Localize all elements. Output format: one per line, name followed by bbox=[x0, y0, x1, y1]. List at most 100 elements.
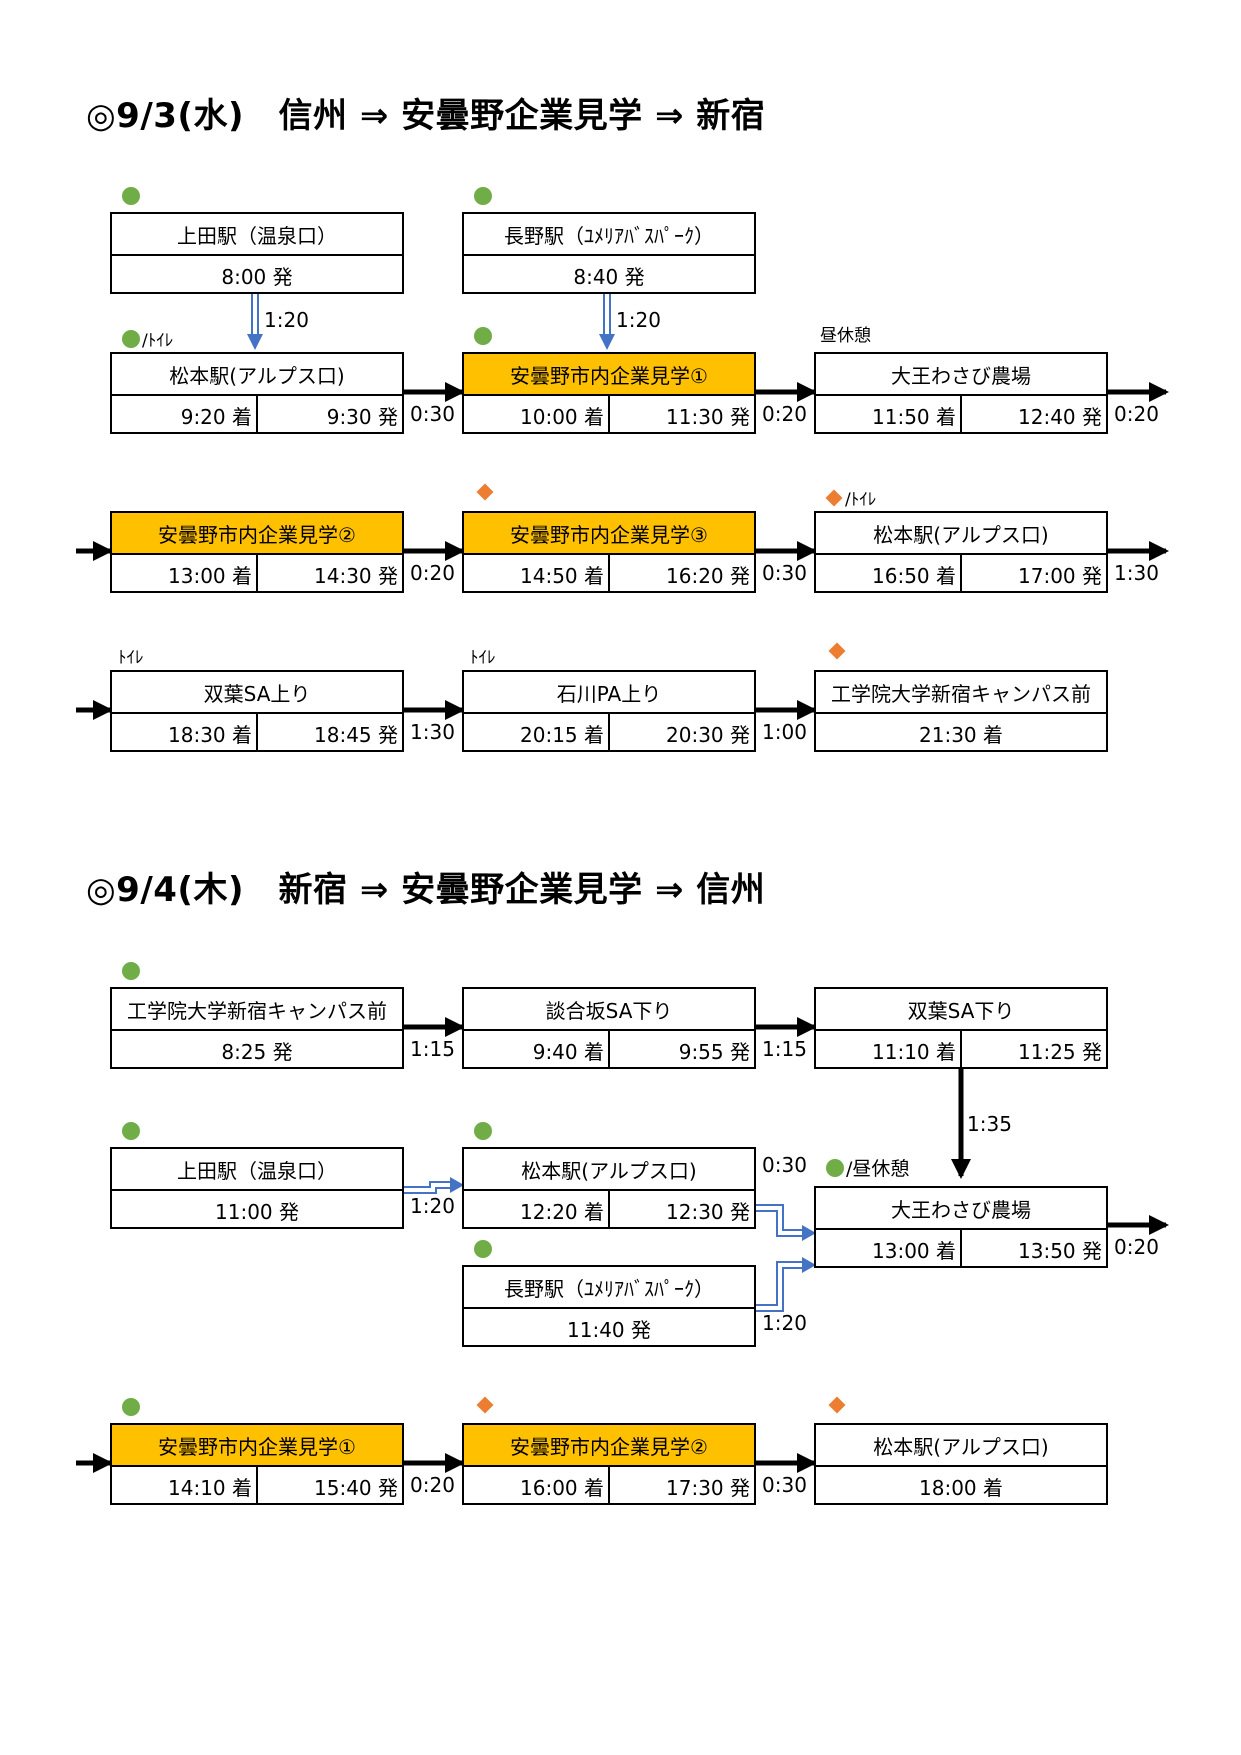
d1-marker-kogakuin bbox=[828, 642, 846, 660]
stop-arr: 13:00 着 bbox=[872, 1238, 956, 1263]
d1-stop-futaba: 双葉SA上り 18:30 着 18:45 発 bbox=[110, 670, 404, 752]
stop-arr: 14:10 着 bbox=[168, 1475, 252, 1500]
d1-duration-2: 1:20 bbox=[616, 308, 661, 332]
d2-stop-kigyo2: 安曇野市内企業見学② 16:00 着 17:30 発 bbox=[462, 1423, 756, 1505]
d2-stop-nagano: 長野駅（ﾕﾒﾘｱﾊﾞｽﾊﾟｰｸ） 11:40 発 bbox=[462, 1265, 756, 1347]
d2-arrow-matsumoto-daio bbox=[756, 1204, 816, 1241]
d1-stop-kogakuin: 工学院大学新宿キャンパス前 21:30 着 bbox=[814, 670, 1108, 752]
stop-name: 安曇野市内企業見学② bbox=[464, 1425, 754, 1467]
green-dot-icon bbox=[122, 1122, 140, 1140]
d1-marker-ueda bbox=[122, 187, 140, 205]
stop-name: 安曇野市内企業見学① bbox=[464, 354, 754, 396]
stop-arr: 18:00 着 bbox=[919, 1475, 1003, 1500]
stop-dep: 8:00 発 bbox=[221, 264, 293, 289]
stop-name: 上田駅（温泉口） bbox=[112, 214, 402, 256]
green-dot-icon bbox=[122, 187, 140, 205]
stop-dep: 11:40 発 bbox=[567, 1317, 651, 1342]
d1-stop-matsumoto: 松本駅(アルプス口) 9:20 着 9:30 発 bbox=[110, 352, 404, 434]
d1-stop-ishikawa: 石川PA上り 20:15 着 20:30 発 bbox=[462, 670, 756, 752]
lunch-note: 昼休憩 bbox=[820, 326, 871, 346]
stop-name: 大王わさび農場 bbox=[816, 354, 1106, 396]
d2-marker-ueda bbox=[122, 1122, 140, 1140]
stop-dep: 18:45 発 bbox=[256, 714, 402, 752]
d2-duration-9: 0:30 bbox=[762, 1473, 807, 1497]
stop-arr: 9:40 着 bbox=[532, 1039, 604, 1064]
stop-dep: 9:55 発 bbox=[608, 1031, 754, 1069]
d1-stop-nagano: 長野駅（ﾕﾒﾘｱﾊﾞｽﾊﾟｰｸ） 8:40 発 bbox=[462, 212, 756, 294]
orange-diamond-icon bbox=[828, 1396, 846, 1414]
stop-name: 松本駅(アルプス口) bbox=[816, 513, 1106, 555]
stop-name: 上田駅（温泉口） bbox=[112, 1149, 402, 1191]
orange-diamond-icon bbox=[828, 642, 846, 660]
stop-arr: 16:50 着 bbox=[872, 563, 956, 588]
d2-duration-3: 1:35 bbox=[967, 1112, 1012, 1136]
d2-marker-matsumoto-return bbox=[828, 1396, 846, 1414]
d1-duration-5: 0:20 bbox=[1114, 402, 1159, 426]
d1-marker-daio: 昼休憩 bbox=[820, 321, 871, 346]
d2-duration-8: 0:20 bbox=[410, 1473, 455, 1497]
d2-marker-kigyo2 bbox=[476, 1396, 494, 1414]
stop-dep: 13:50 発 bbox=[960, 1230, 1106, 1268]
d1-arrow-ueda-matsumoto bbox=[247, 294, 263, 350]
d1-duration-8: 1:30 bbox=[1114, 561, 1159, 585]
stop-dep: 17:00 発 bbox=[960, 555, 1106, 593]
d1-duration-1: 1:20 bbox=[264, 308, 309, 332]
d2-stop-matsumoto-return: 松本駅(アルプス口) 18:00 着 bbox=[814, 1423, 1108, 1505]
stop-dep: 11:25 発 bbox=[960, 1031, 1106, 1069]
stop-name: 松本駅(アルプス口) bbox=[464, 1149, 754, 1191]
stop-dep: 8:25 発 bbox=[221, 1039, 293, 1064]
stop-dep: 20:30 発 bbox=[608, 714, 754, 752]
stop-name: 談合坂SA下り bbox=[464, 989, 754, 1031]
green-dot-icon bbox=[474, 327, 492, 345]
orange-diamond-icon bbox=[476, 483, 494, 501]
d1-marker-ishikawa: ﾄｲﾚ bbox=[470, 643, 496, 668]
stop-arr: 10:00 着 bbox=[520, 404, 604, 429]
d2-stop-matsumoto: 松本駅(アルプス口) 12:20 着 12:30 発 bbox=[462, 1147, 756, 1229]
d2-stop-ueda: 上田駅（温泉口） 11:00 発 bbox=[110, 1147, 404, 1229]
stop-name: 長野駅（ﾕﾒﾘｱﾊﾞｽﾊﾟｰｸ） bbox=[464, 1267, 754, 1309]
d1-stop-kigyo1: 安曇野市内企業見学① 10:00 着 11:30 発 bbox=[462, 352, 756, 434]
d1-marker-kigyo1 bbox=[474, 327, 492, 345]
d1-marker-matsumoto-return: /ﾄｲﾚ bbox=[825, 485, 876, 510]
d2-marker-daio: /昼休憩 bbox=[826, 1154, 909, 1181]
stop-name: 安曇野市内企業見学③ bbox=[464, 513, 754, 555]
green-dot-icon bbox=[826, 1158, 844, 1177]
d1-marker-kigyo3 bbox=[476, 483, 494, 501]
stop-name: 大王わさび農場 bbox=[816, 1188, 1106, 1230]
stop-name: 工学院大学新宿キャンパス前 bbox=[112, 989, 402, 1031]
toilet-note: /ﾄｲﾚ bbox=[142, 331, 174, 351]
day1-title: ◎9/3(水) 信州 ⇒ 安曇野企業見学 ⇒ 新宿 bbox=[86, 96, 766, 136]
orange-diamond-icon bbox=[476, 1396, 494, 1414]
stop-dep: 16:20 発 bbox=[608, 555, 754, 593]
d2-marker-nagano bbox=[474, 1240, 492, 1258]
stop-name: 長野駅（ﾕﾒﾘｱﾊﾞｽﾊﾟｰｸ） bbox=[464, 214, 754, 256]
toilet-note: ﾄｲﾚ bbox=[470, 648, 496, 668]
stop-name: 松本駅(アルプス口) bbox=[112, 354, 402, 396]
d2-duration-5: 0:30 bbox=[762, 1153, 807, 1177]
d2-duration-4: 1:20 bbox=[410, 1194, 455, 1218]
d2-stop-kigyo1: 安曇野市内企業見学① 14:10 着 15:40 発 bbox=[110, 1423, 404, 1505]
d1-duration-7: 0:30 bbox=[762, 561, 807, 585]
day2-title: ◎9/4(木) 新宿 ⇒ 安曇野企業見学 ⇒ 信州 bbox=[86, 870, 766, 910]
d2-marker-kigyo1 bbox=[122, 1398, 140, 1416]
d2-duration-2: 1:15 bbox=[762, 1037, 807, 1061]
green-dot-icon bbox=[122, 1398, 140, 1416]
stop-dep: 12:40 発 bbox=[960, 396, 1106, 434]
d1-arrow-nagano-kigyo1 bbox=[599, 294, 615, 350]
stop-arr: 12:20 着 bbox=[520, 1199, 604, 1224]
d1-duration-6: 0:20 bbox=[410, 561, 455, 585]
stop-arr: 16:00 着 bbox=[520, 1475, 604, 1500]
stop-dep: 11:00 発 bbox=[215, 1199, 299, 1224]
stop-dep: 17:30 発 bbox=[608, 1467, 754, 1505]
green-dot-icon bbox=[474, 1240, 492, 1258]
stop-arr: 13:00 着 bbox=[168, 563, 252, 588]
stop-dep: 12:30 発 bbox=[608, 1191, 754, 1229]
d2-stop-futaba: 双葉SA下り 11:10 着 11:25 発 bbox=[814, 987, 1108, 1069]
stop-dep: 8:40 発 bbox=[573, 264, 645, 289]
stop-dep: 14:30 発 bbox=[256, 555, 402, 593]
d2-stop-daio: 大王わさび農場 13:00 着 13:50 発 bbox=[814, 1186, 1108, 1268]
stop-name: 双葉SA下り bbox=[816, 989, 1106, 1031]
d2-arrow-ueda-matsumoto bbox=[404, 1177, 464, 1194]
d2-marker-matsumoto bbox=[474, 1122, 492, 1140]
